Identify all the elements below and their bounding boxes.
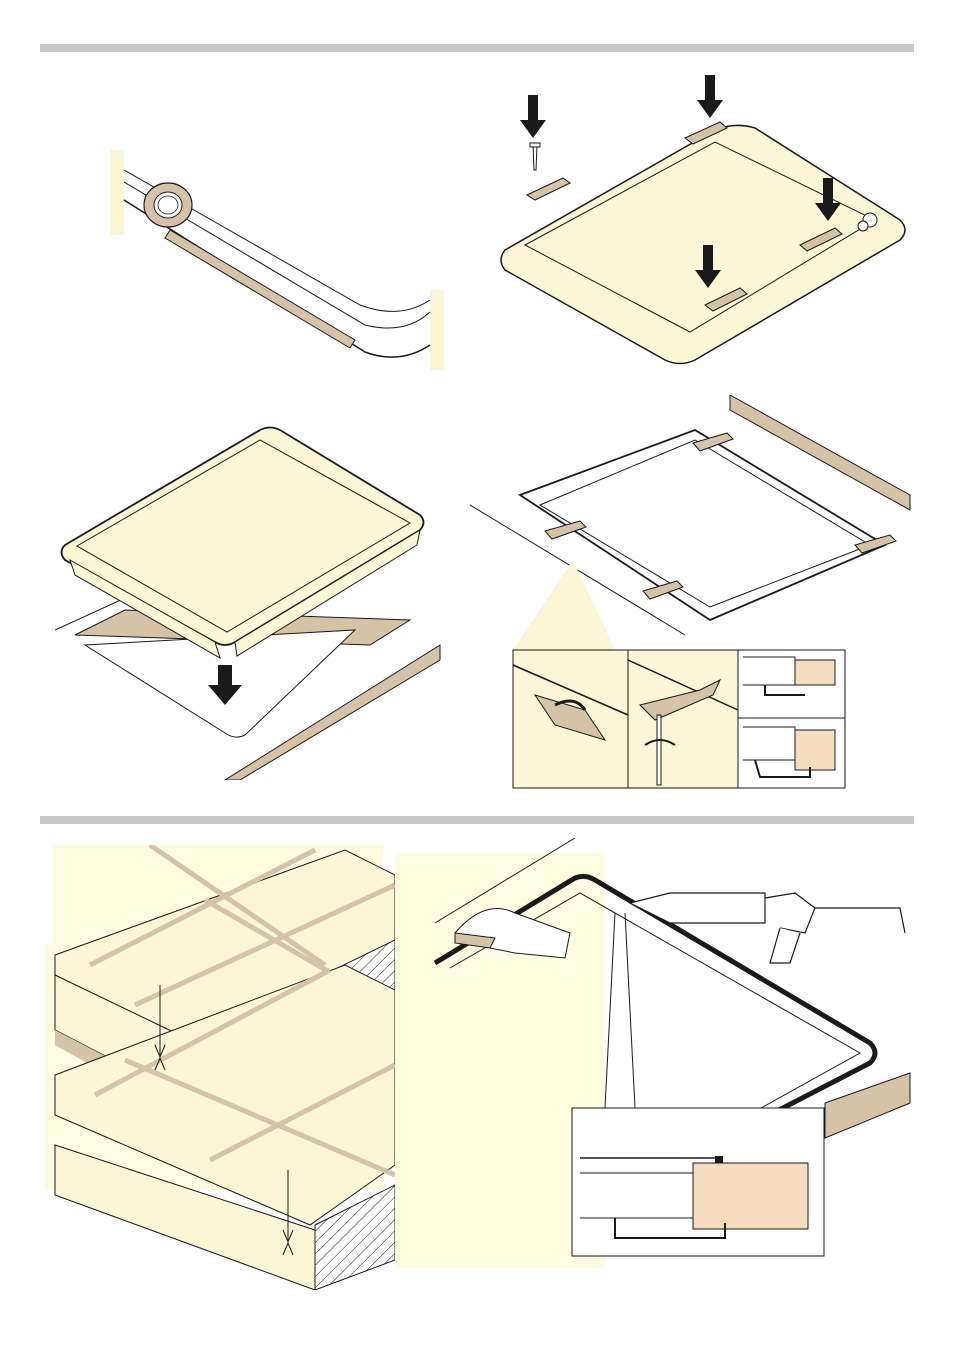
cream-backdrop-left bbox=[110, 150, 124, 235]
clamp-mounting-panel bbox=[495, 70, 915, 370]
detail-inset-thick-worktop bbox=[738, 718, 845, 788]
screwdriver-icon bbox=[657, 715, 661, 785]
down-arrow-icon bbox=[520, 95, 546, 138]
section-rule-middle bbox=[40, 816, 914, 824]
tape-roll-icon bbox=[144, 183, 192, 227]
detail-inset-thin-worktop bbox=[738, 650, 845, 718]
section-rule-top bbox=[40, 44, 914, 52]
tile-worktop-panel bbox=[45, 845, 395, 1290]
callout-lines bbox=[605, 913, 635, 1108]
callout-wedge bbox=[513, 560, 615, 650]
silicone-sealing-panel bbox=[395, 838, 915, 1270]
cream-backdrop-right bbox=[430, 290, 444, 370]
seal-tape-panel bbox=[100, 140, 450, 380]
detail-inset-screwdriver bbox=[628, 650, 738, 788]
clamp-detail-panel bbox=[465, 395, 915, 790]
down-arrow-icon bbox=[697, 75, 723, 118]
detail-inset-rotate bbox=[513, 650, 628, 788]
worktop-front-edge bbox=[825, 1073, 910, 1138]
screw-icon bbox=[530, 143, 540, 170]
hob-insertion-panel bbox=[55, 420, 445, 780]
sealing-detail-inset bbox=[572, 1108, 824, 1256]
clamp-bracket bbox=[527, 178, 570, 200]
